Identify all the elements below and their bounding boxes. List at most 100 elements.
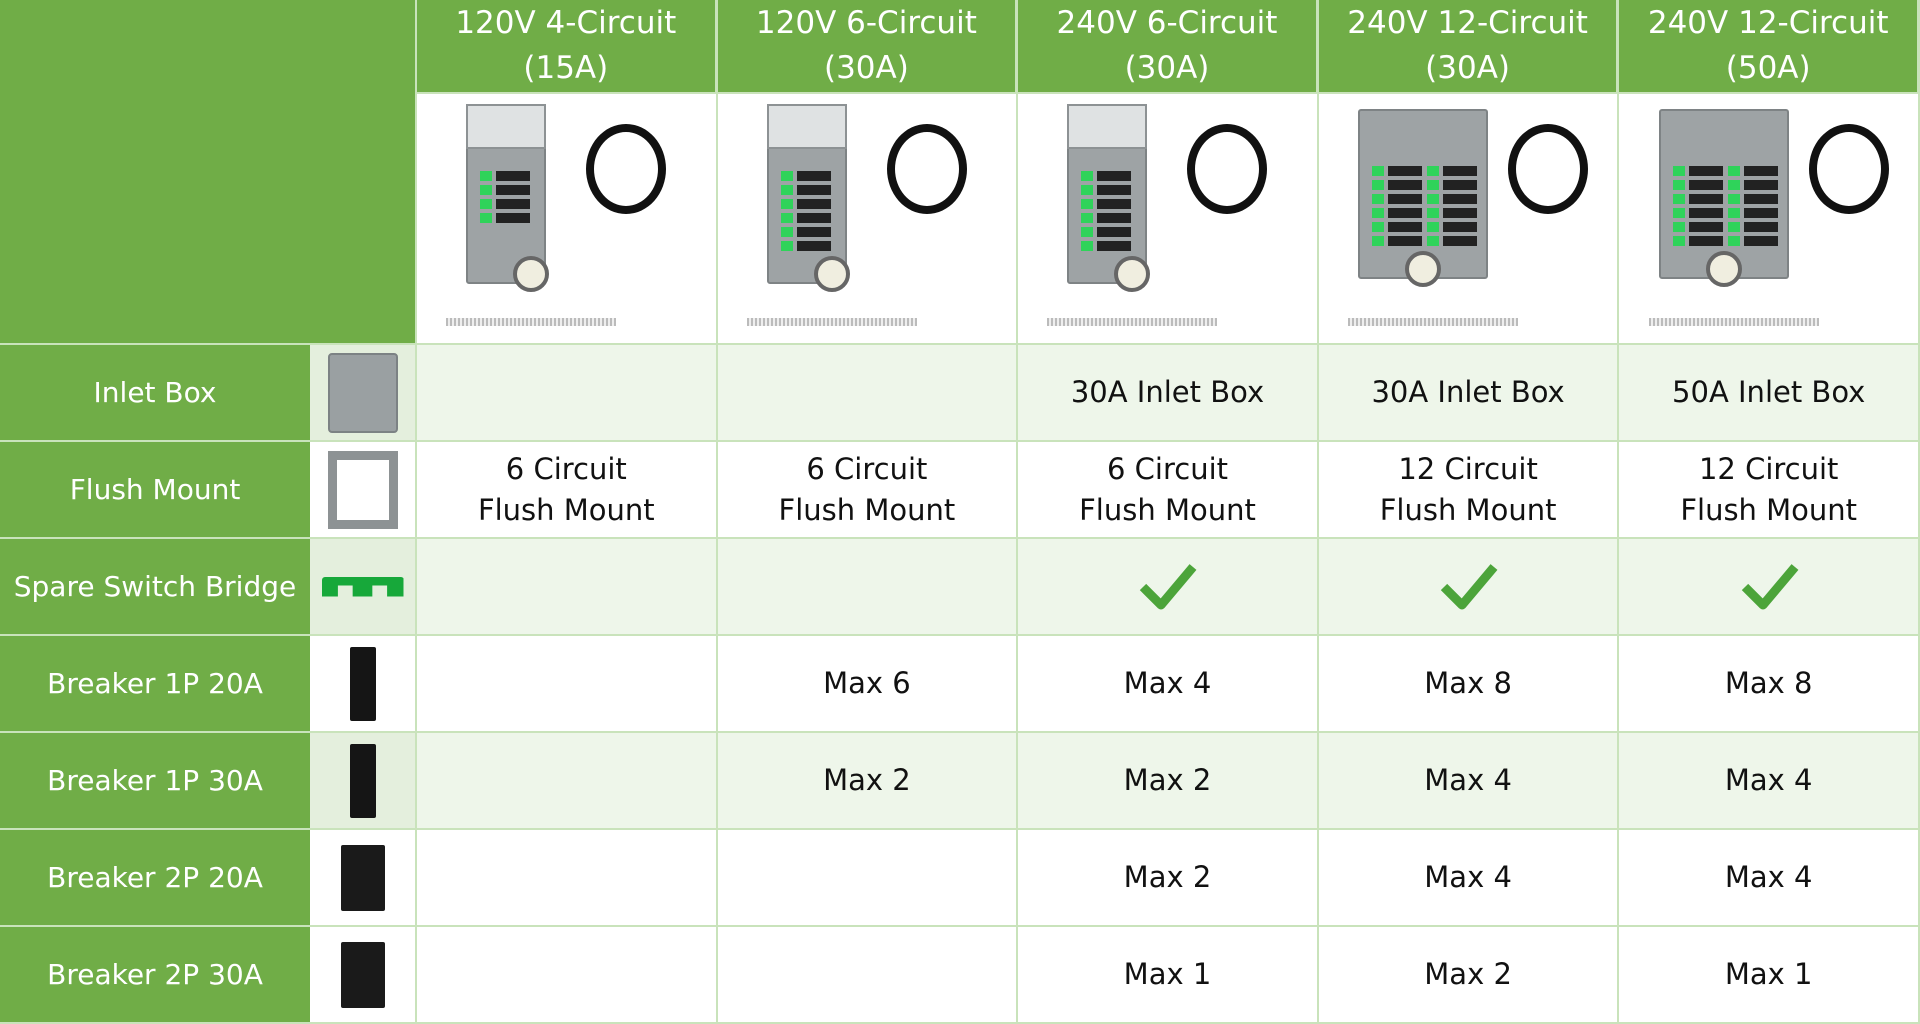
value-cell [1318, 539, 1620, 636]
breaker-2p-icon [340, 941, 385, 1008]
value-text: Max 2 [1123, 860, 1212, 894]
value-cell [417, 927, 718, 1024]
switch-light [780, 226, 793, 237]
breaker-slot [1097, 212, 1132, 223]
value-cell [417, 636, 718, 733]
row-icon-cell [310, 636, 417, 733]
switch-light [1372, 221, 1385, 232]
breaker-slot [1743, 165, 1778, 176]
value-cell: Max 2 [717, 733, 1019, 830]
breaker-slot [496, 198, 531, 209]
row-icon-cell [310, 830, 417, 927]
value-cell [1619, 539, 1920, 636]
row-icon-cell [310, 927, 417, 1024]
breaker-slot [1443, 165, 1478, 176]
breaker-slot [1388, 165, 1423, 176]
checkmark-icon [1741, 563, 1799, 609]
breaker-slot [496, 184, 531, 195]
switch-light [1727, 193, 1740, 204]
product-title-line1: 240V 12-Circuit [1647, 5, 1889, 41]
row-label: Breaker 2P 20A [0, 830, 310, 927]
breaker-1p-icon [349, 646, 376, 721]
value-cell: Max 4 [1619, 733, 1920, 830]
value-text: 50A Inlet Box [1672, 375, 1866, 409]
product-header: 120V 6-Circuit(30A) [717, 0, 1019, 94]
breaker-slot [1443, 235, 1478, 246]
switch-light [1081, 226, 1094, 237]
transfer-switch-kit-image [737, 103, 997, 334]
switch-light [480, 212, 493, 223]
switch-light [480, 184, 493, 195]
value-cell: Max 2 [1318, 927, 1620, 1024]
value-cell: Max 6 [717, 636, 1019, 733]
value-cell: 30A Inlet Box [1318, 345, 1620, 442]
power-inlet [1705, 250, 1742, 287]
breaker-slot [496, 212, 531, 223]
switch-light [1372, 165, 1385, 176]
value-cell [717, 830, 1019, 927]
breaker-slot [1443, 179, 1478, 190]
breaker-slot [1097, 240, 1132, 251]
value-cell: Max 4 [1619, 830, 1920, 927]
switch-light [1727, 179, 1740, 190]
value-cell [717, 927, 1019, 1024]
power-inlet [1405, 250, 1442, 287]
row-icon-cell [310, 539, 417, 636]
breaker-slot [1443, 221, 1478, 232]
value-text: Max 2 [1424, 957, 1512, 991]
row-icon-cell [310, 442, 417, 539]
value-cell: Max 4 [1318, 733, 1620, 830]
power-cord-icon [886, 123, 967, 214]
switch-light [1081, 212, 1094, 223]
row-label: Breaker 2P 30A [0, 927, 310, 1024]
switch-light [480, 198, 493, 209]
switch-light [1372, 207, 1385, 218]
switch-light [1727, 221, 1740, 232]
row-icon-cell [310, 733, 417, 830]
product-title-line1: 240V 6-Circuit [1056, 5, 1278, 41]
product-title-line2: (15A) [523, 50, 609, 86]
transfer-switch-kit-image [1639, 104, 1899, 334]
panel-lid [1067, 103, 1148, 149]
switch-light [1081, 198, 1094, 209]
value-cell: Max 1 [1619, 927, 1920, 1024]
switch-light [1081, 170, 1094, 181]
value-text: Max 4 [1724, 763, 1813, 797]
power-cord-icon [586, 123, 667, 214]
switch-light [1672, 221, 1685, 232]
power-inlet [813, 255, 850, 292]
value-text: Flush Mount [477, 492, 655, 527]
breaker-slot [1388, 221, 1423, 232]
switch-light [1372, 179, 1385, 190]
value-text: Flush Mount [778, 492, 956, 527]
switch-bridge-icon [321, 576, 404, 597]
switch-light [1727, 207, 1740, 218]
breaker-2p-icon [340, 844, 385, 911]
product-header: 240V 12-Circuit(50A) [1619, 0, 1920, 94]
switch-light [1672, 193, 1685, 204]
switch-light [1427, 165, 1440, 176]
switch-light [780, 198, 793, 209]
conduit-icon [1047, 317, 1218, 326]
switch-light [1427, 221, 1440, 232]
switch-light [780, 240, 793, 251]
value-text: Max 4 [1424, 763, 1512, 797]
product-title-line2: (30A) [1425, 50, 1511, 86]
breaker-slot [1097, 226, 1132, 237]
breaker-slot [1388, 179, 1423, 190]
breaker-slot [1688, 221, 1723, 232]
breaker-slot [796, 184, 831, 195]
power-inlet [513, 255, 550, 292]
switch-light [1672, 165, 1685, 176]
value-text: Max 2 [823, 763, 911, 797]
breaker-slot [1688, 207, 1723, 218]
breaker-slot [796, 170, 831, 181]
breaker-slot [1688, 165, 1723, 176]
value-cell: Max 8 [1619, 636, 1920, 733]
breaker-slot [796, 226, 831, 237]
breaker-slot [1743, 207, 1778, 218]
switch-light [1727, 235, 1740, 246]
